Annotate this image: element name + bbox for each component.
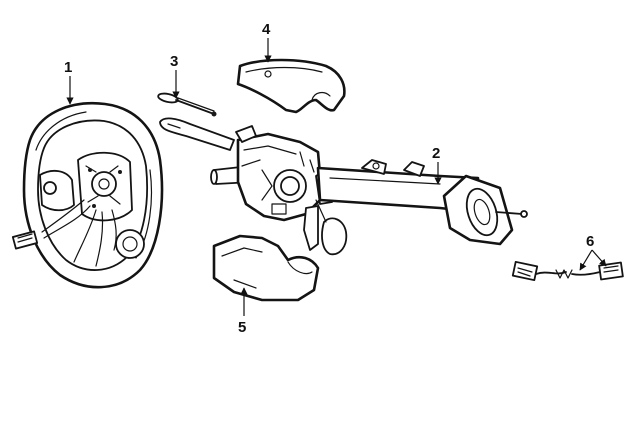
callout-2: 2 bbox=[432, 145, 440, 162]
column-tube bbox=[316, 159, 528, 246]
switch-assembly bbox=[159, 117, 348, 256]
callout-6: 6 bbox=[586, 233, 594, 250]
lower-shroud bbox=[212, 234, 320, 302]
wiring-connector bbox=[511, 260, 624, 282]
callout-5: 5 bbox=[238, 319, 246, 336]
callout-3: 3 bbox=[170, 53, 178, 70]
upper-shroud bbox=[236, 58, 346, 114]
steering-wheel bbox=[11, 101, 164, 289]
callout-4: 4 bbox=[262, 21, 271, 38]
leader-lines bbox=[66, 38, 607, 316]
tilt-lever bbox=[157, 92, 217, 117]
callout-1: 1 bbox=[64, 59, 72, 76]
